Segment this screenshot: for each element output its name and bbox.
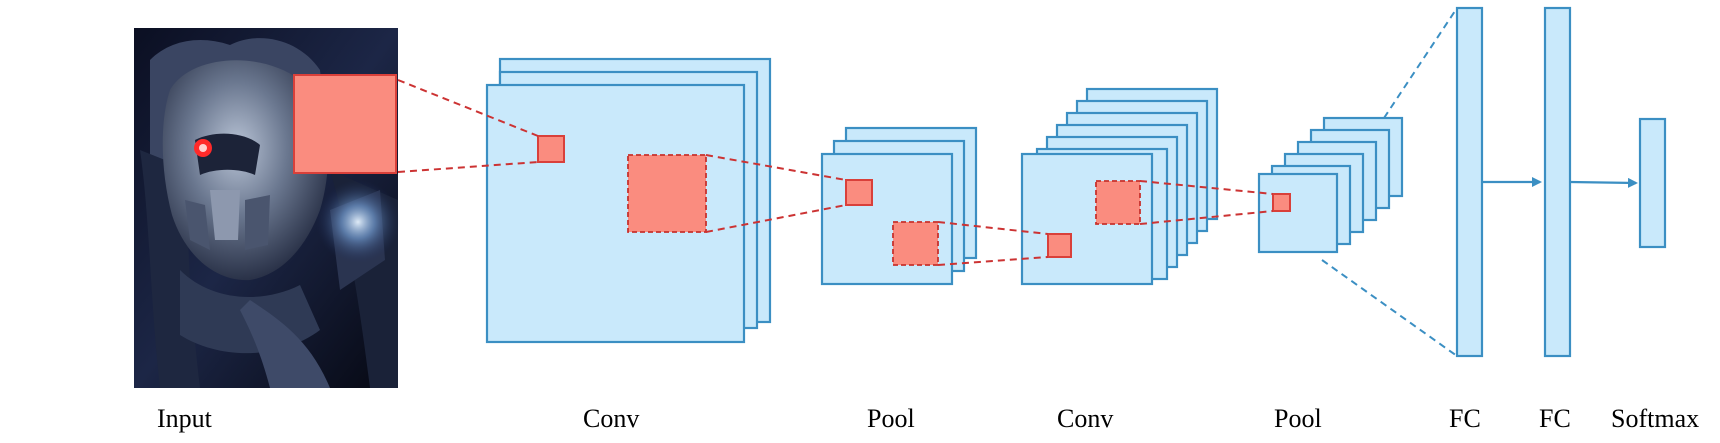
label-fc2: FC xyxy=(1539,404,1571,433)
label-fc1: FC xyxy=(1449,404,1481,433)
fc1-layer xyxy=(1455,6,1484,358)
receptive-field-connections xyxy=(397,79,1274,266)
pool2-feature-maps xyxy=(1257,116,1404,254)
label-input: Input xyxy=(157,404,213,433)
fc2-layer xyxy=(1543,6,1572,358)
conv1-receptive-field xyxy=(627,154,707,233)
label-softmax: Softmax xyxy=(1611,404,1699,433)
conv2-neuron xyxy=(1047,233,1072,258)
label-conv2: Conv xyxy=(1057,404,1113,433)
label-conv1: Conv xyxy=(583,404,639,433)
pool2-neuron xyxy=(1272,193,1291,212)
fc-connections xyxy=(1321,7,1638,357)
pool1-neuron xyxy=(845,179,873,206)
pool1-receptive-field xyxy=(892,221,939,266)
label-pool2: Pool xyxy=(1274,404,1322,433)
input-receptive-field xyxy=(293,74,397,174)
conv2-receptive-field xyxy=(1095,180,1141,225)
conv1-neuron xyxy=(537,135,565,163)
softmax-layer xyxy=(1638,117,1667,249)
label-pool1: Pool xyxy=(867,404,915,433)
